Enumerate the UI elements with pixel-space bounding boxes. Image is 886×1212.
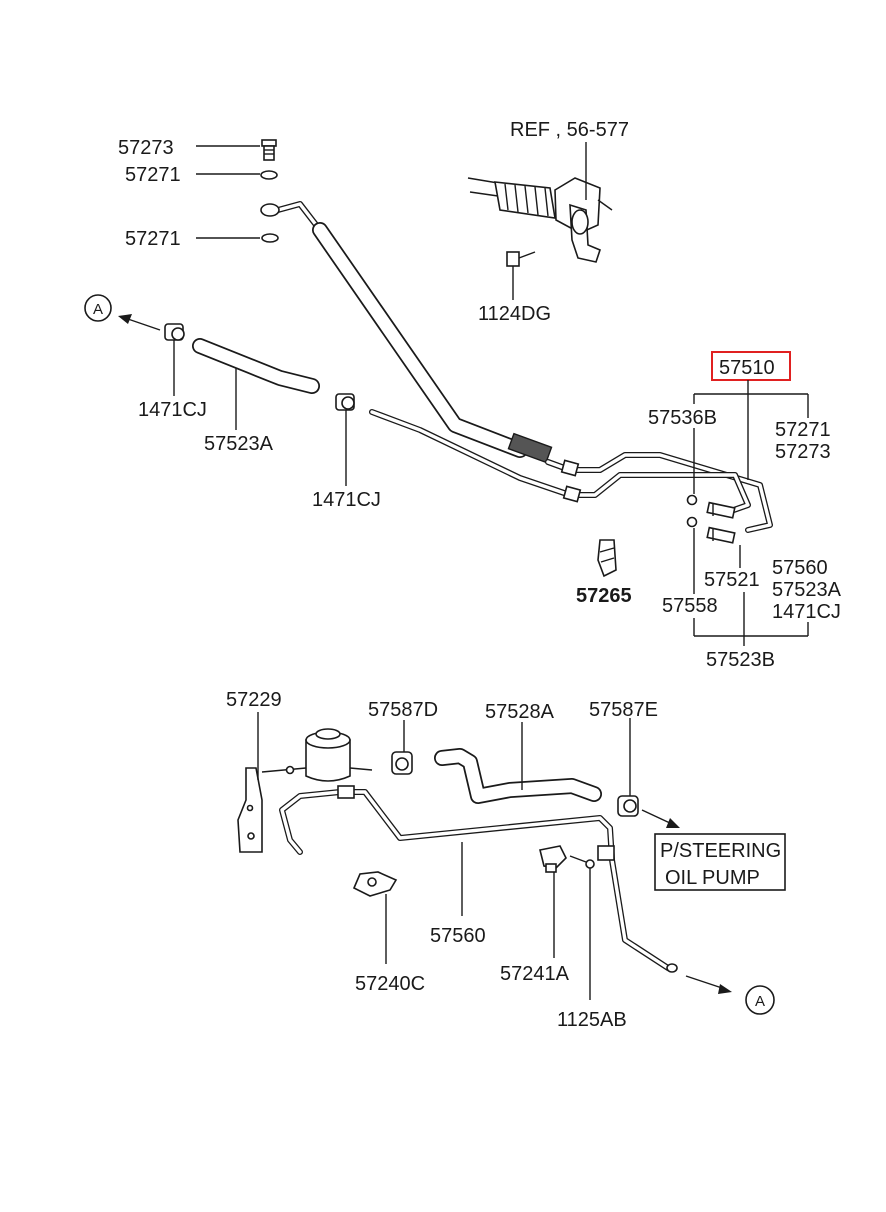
arrow-left-icon xyxy=(118,314,161,331)
steering-pump-line2: OIL PUMP xyxy=(665,867,760,889)
circle-a-right-letter: A xyxy=(755,993,765,1010)
label-1125AB[interactable]: 1125AB xyxy=(557,1009,627,1031)
label-57560-r[interactable]: 57560 xyxy=(772,557,828,579)
fittings-57521[interactable] xyxy=(686,494,736,544)
bracket-57523B xyxy=(693,528,809,646)
highlight-box-57510 xyxy=(711,351,791,381)
label-57558[interactable]: 57558 xyxy=(662,595,718,617)
label-1124DG[interactable]: 1124DG xyxy=(478,303,551,325)
bolt-1125AB[interactable] xyxy=(569,855,595,869)
arrow-right-icon xyxy=(685,975,732,994)
return-tube-57560[interactable] xyxy=(279,785,678,973)
label-57587D[interactable]: 57587D xyxy=(368,699,438,721)
clip-57241A[interactable] xyxy=(539,845,567,873)
label-57271-b[interactable]: 57271 xyxy=(125,228,181,250)
clip-57265[interactable] xyxy=(597,539,617,578)
washer-57271-bottom[interactable] xyxy=(261,233,279,243)
clip-57240C[interactable] xyxy=(352,871,398,897)
circle-a-right[interactable]: A xyxy=(745,985,775,1015)
hose-57528A[interactable] xyxy=(434,748,602,804)
hose-57523A[interactable] xyxy=(192,338,320,394)
bracket-57229[interactable] xyxy=(237,767,263,853)
steering-pump-box[interactable]: P/STEERING OIL PUMP xyxy=(654,833,786,891)
circle-a-left-letter: A xyxy=(93,301,103,318)
label-57271-c[interactable]: 57271 xyxy=(775,419,831,441)
return-pipe[interactable] xyxy=(369,409,751,515)
arrow-to-pump-icon xyxy=(641,809,680,828)
label-57241A[interactable]: 57241A xyxy=(500,963,570,985)
steering-gear-ref[interactable] xyxy=(467,177,613,263)
label-ref[interactable]: REF , 56-577 xyxy=(510,119,629,141)
steering-pump-line1: P/STEERING xyxy=(660,840,781,862)
label-57587E[interactable]: 57587E xyxy=(589,699,658,721)
clamp-1471CJ-b[interactable] xyxy=(335,393,355,411)
label-57560[interactable]: 57560 xyxy=(430,925,486,947)
bracket-57510 xyxy=(693,380,809,494)
clamp-1471CJ-a[interactable] xyxy=(164,323,185,341)
label-57229[interactable]: 57229 xyxy=(226,689,282,711)
label-57536B[interactable]: 57536B xyxy=(648,407,717,429)
bolt-57273[interactable] xyxy=(261,139,277,161)
label-1471CJ-a[interactable]: 1471CJ xyxy=(138,399,207,421)
label-1471CJ-b[interactable]: 1471CJ xyxy=(312,489,381,511)
label-57528A[interactable]: 57528A xyxy=(485,701,555,723)
clamp-57587E[interactable] xyxy=(617,795,639,817)
label-1471CJ-r[interactable]: 1471CJ xyxy=(772,601,841,623)
bolt-1124DG[interactable] xyxy=(506,251,536,272)
clamp-57587D[interactable] xyxy=(391,751,413,775)
label-57523B[interactable]: 57523B xyxy=(706,649,775,671)
label-57273-top[interactable]: 57273 xyxy=(118,137,174,159)
label-57271-a[interactable]: 57271 xyxy=(125,164,181,186)
label-57273-c[interactable]: 57273 xyxy=(775,441,831,463)
label-57510[interactable]: 57510 xyxy=(719,357,775,379)
label-57521[interactable]: 57521 xyxy=(704,569,760,591)
label-57240C[interactable]: 57240C xyxy=(355,973,425,995)
label-57523A-r[interactable]: 57523A xyxy=(772,579,842,601)
label-57265[interactable]: 57265 xyxy=(576,585,632,607)
washer-57271-top[interactable] xyxy=(260,170,278,180)
label-57523A[interactable]: 57523A xyxy=(204,433,274,455)
circle-a-left[interactable]: A xyxy=(84,294,112,322)
reservoir-57510[interactable] xyxy=(261,728,373,782)
pressure-hose-57510[interactable] xyxy=(260,201,773,533)
